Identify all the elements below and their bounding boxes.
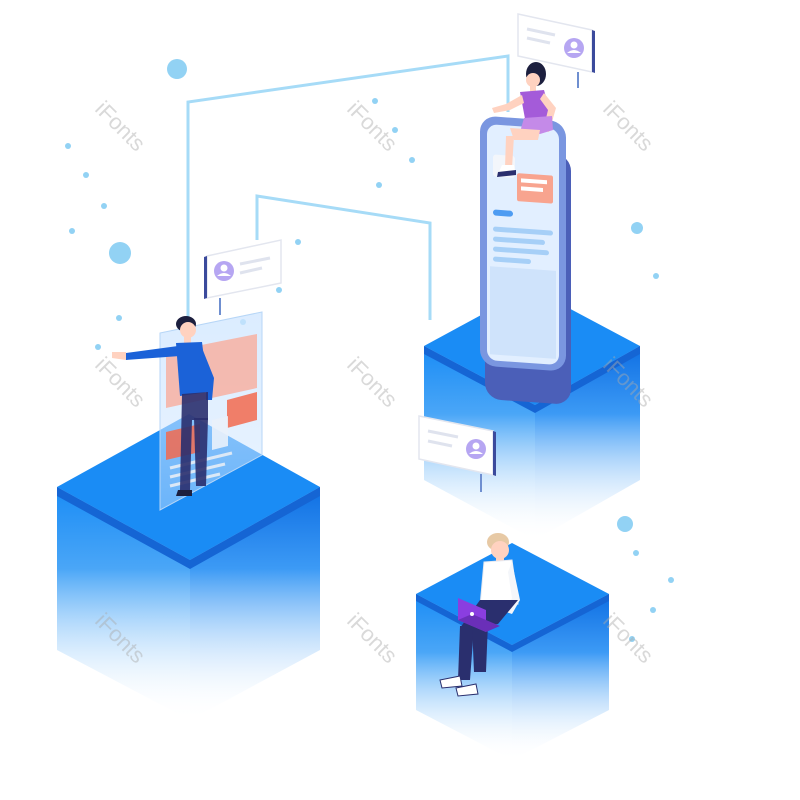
dot (668, 577, 674, 583)
dot (276, 287, 282, 293)
connection-line-middle (255, 194, 432, 320)
dot (95, 344, 101, 350)
dot (83, 172, 89, 178)
dot (376, 182, 382, 188)
notification-card-top-right (517, 13, 595, 88)
notification-card-left (204, 239, 282, 315)
dot (116, 315, 122, 321)
dot (392, 127, 398, 133)
connection-line-top (186, 54, 510, 330)
woman-sitting-figure (492, 62, 556, 177)
dot (617, 516, 633, 532)
dot (653, 273, 659, 279)
dot (167, 59, 187, 79)
dot (65, 143, 71, 149)
dot (69, 228, 75, 234)
dot (109, 242, 131, 264)
connection-lines (186, 54, 510, 330)
notification-card-middle (418, 415, 496, 492)
dot (409, 157, 415, 163)
dot (629, 636, 635, 642)
dot (633, 550, 639, 556)
dot (101, 203, 107, 209)
dot (295, 239, 301, 245)
dot (631, 222, 643, 234)
man-with-laptop-figure (439, 533, 520, 697)
dot (372, 98, 378, 104)
smartphone-icon (480, 116, 571, 404)
dot (650, 607, 656, 613)
man-pointing-figure (112, 316, 214, 496)
floating-dots (65, 59, 674, 642)
laptop-icon (458, 598, 500, 632)
